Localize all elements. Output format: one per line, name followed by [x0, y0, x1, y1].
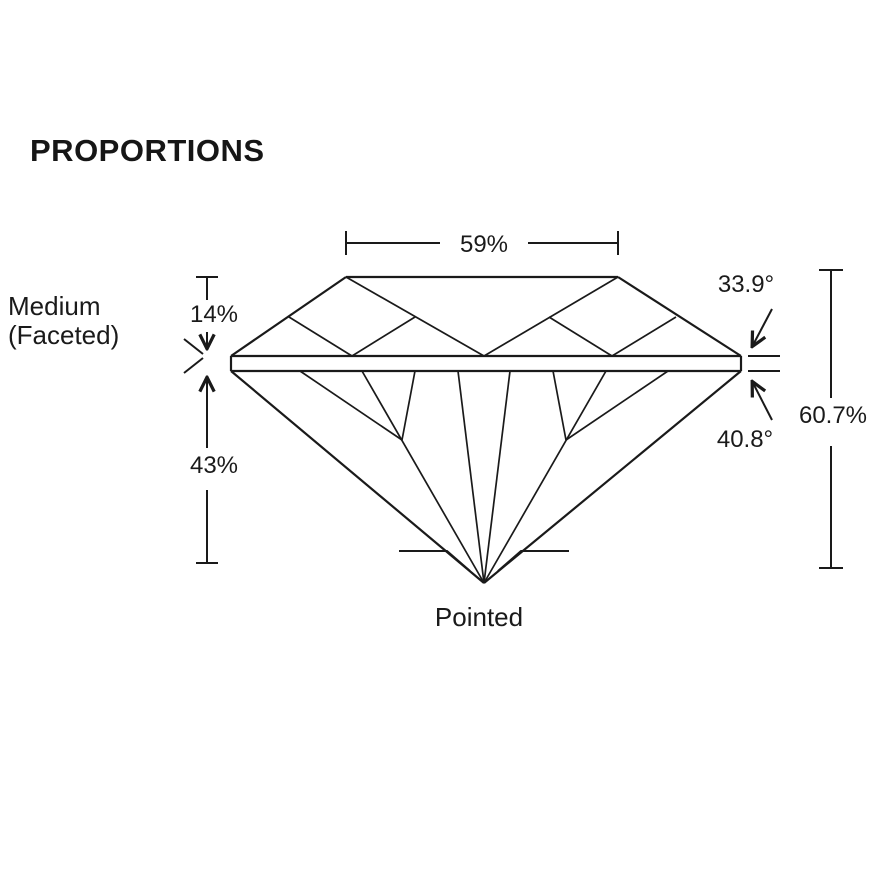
crown-angle-label: 33.9°	[718, 271, 774, 298]
pavilion-facet-line	[483, 370, 607, 584]
total-depth-dimension: 60.7%	[799, 269, 867, 569]
girdle-pointer-line	[183, 338, 204, 355]
pavilion-facets	[299, 370, 669, 584]
page-title: PROPORTIONS	[30, 133, 265, 168]
table-size-label: 59%	[460, 231, 508, 258]
pavilion-slope-right	[483, 370, 742, 584]
crown-height-dimension: 14%	[190, 276, 238, 347]
lower-girdle-facet-line	[401, 370, 416, 441]
lower-girdle-facet-line	[299, 370, 403, 441]
pavilion-depth-dimension: 43%	[190, 379, 238, 564]
crown-facets	[288, 276, 677, 357]
pavilion-angle-label: 40.8°	[717, 426, 773, 453]
crown-height-label: 14%	[190, 301, 238, 328]
crown-facet-line	[611, 316, 677, 357]
girdle-pointer: Medium (Faceted)	[8, 291, 204, 374]
crown-facet-line	[548, 316, 613, 357]
crown-angle-annotation: 33.9°	[718, 271, 780, 372]
pavilion-slope-left	[230, 370, 485, 584]
culet-annotation: Pointed	[399, 550, 569, 632]
culet-bracket-right	[497, 550, 569, 572]
diamond-outline	[229, 275, 743, 584]
pavilion-facet-line	[483, 370, 511, 584]
girdle-thickness-label-line1: Medium	[8, 291, 100, 321]
total-depth-label: 60.7%	[799, 402, 867, 429]
pavilion-depth-label: 43%	[190, 452, 238, 479]
lower-girdle-facet-line	[552, 370, 567, 441]
pavilion-angle-annotation: 40.8°	[717, 383, 773, 453]
girdle-pointer-line	[183, 357, 204, 374]
culet-label: Pointed	[435, 602, 523, 632]
crown-facet-line	[351, 316, 416, 357]
crown-slope-right	[617, 276, 742, 357]
table-size-dimension: 59%	[345, 231, 619, 258]
crown-facet-line	[483, 276, 619, 357]
pavilion-facet-line	[361, 370, 485, 584]
lower-girdle-facet-line	[565, 370, 669, 441]
culet-bracket-left	[399, 550, 471, 572]
girdle-thickness-label-line2: (Faceted)	[8, 320, 119, 350]
crown-slope-left	[230, 276, 347, 357]
pavilion-angle-arrow	[753, 383, 773, 421]
pavilion-facet-line	[457, 370, 485, 584]
crown-angle-arrow	[753, 308, 773, 345]
crown-facet-line	[345, 276, 485, 357]
crown-facet-line	[288, 316, 353, 357]
